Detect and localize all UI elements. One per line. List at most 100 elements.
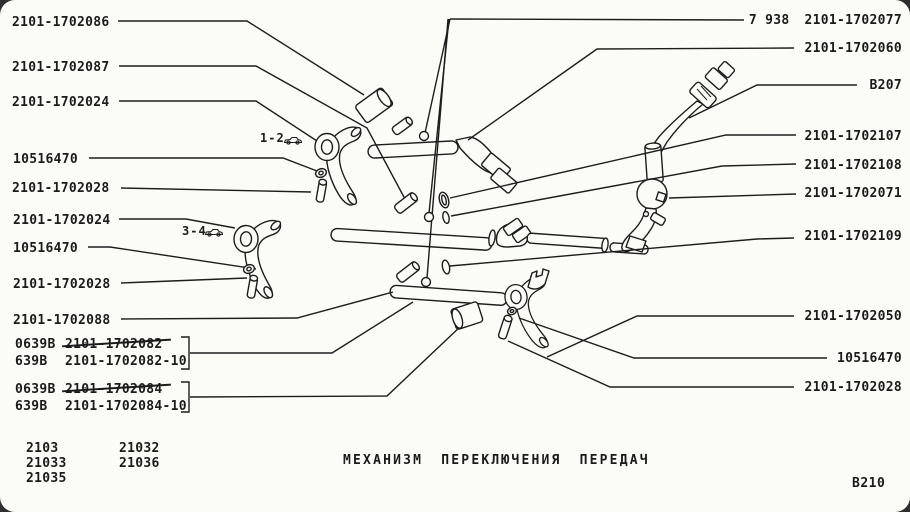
- part-number-label: 2101-1702024: [12, 95, 110, 110]
- variant-code: 0639В: [15, 337, 56, 352]
- part-number-label: 2101-1702087: [12, 60, 110, 75]
- part-number: 2101-1702084-10: [65, 399, 187, 414]
- leader-line: [668, 193, 797, 199]
- car-icon: [204, 228, 224, 237]
- superseded-part-number: 2101-1702084: [65, 382, 163, 397]
- gear-tag-1-2: 1-2: [260, 131, 285, 145]
- part-number-label: 2101-1702088: [13, 313, 111, 328]
- part-number-label: 2101-1702050: [804, 309, 902, 324]
- rod-bushing-drawing: [450, 301, 484, 330]
- fork-bolt-drawing: [246, 274, 259, 299]
- gear-tag-3-4: 3-4: [182, 224, 207, 238]
- part-number-label: В207: [869, 78, 902, 93]
- fork-bolt-drawing: [497, 314, 513, 340]
- part-number-label: 2101-1702024: [13, 213, 111, 228]
- model-number: 21033: [26, 456, 67, 471]
- leader-line: [119, 65, 406, 200]
- leader-line: [546, 315, 794, 358]
- leader-line: [450, 163, 797, 217]
- variant-group: 0639В 2101-1702084 639В 2101-1702084-10: [15, 381, 187, 415]
- crank-pad-drawing: [490, 167, 518, 194]
- reverse-fork-castellation-drawing: [527, 268, 550, 290]
- part-number-label: 2101-1702028: [13, 277, 111, 292]
- lock-washer-drawing: [314, 167, 328, 179]
- variant-code: 639В: [15, 354, 48, 369]
- variant-line: 639В 2101-1702082-10: [15, 353, 187, 370]
- interlock-plunger-drawing: [442, 210, 450, 225]
- main-parts-layer: [230, 60, 736, 353]
- leader-line: [518, 317, 827, 359]
- variant-line: 0639В 2101-1702084: [15, 381, 187, 398]
- leader-line: [119, 218, 236, 229]
- detent-ball-drawing: [423, 211, 435, 223]
- model-number: 21036: [119, 456, 160, 471]
- interlock-plunger-drawing: [441, 259, 451, 275]
- bushing-top-drawing: [355, 87, 394, 124]
- leader-line: [426, 18, 449, 279]
- part-number-label: 2101-1702028: [12, 181, 110, 196]
- shift-rod-middle-drawing: [330, 227, 493, 251]
- leader-line: [467, 47, 795, 141]
- part-number-label: 10516470: [836, 351, 902, 366]
- variant-code: 0639В: [15, 382, 56, 397]
- variant-line: 0639В 2101-1702082: [15, 336, 187, 353]
- leader-line: [688, 84, 857, 119]
- gear-lever-drawing: [621, 60, 736, 253]
- leader-line: [89, 157, 318, 172]
- leader-line: [449, 18, 745, 21]
- part-number-label: 2101-1702028: [804, 380, 902, 395]
- lock-washer-drawing: [242, 263, 256, 275]
- part-number: 2101-1702082-10: [65, 354, 187, 369]
- model-number: 21032: [119, 441, 160, 456]
- part-number: 2101-1702077: [804, 13, 902, 28]
- model-number: 2103: [26, 441, 59, 456]
- part-number-label: 10516470: [13, 241, 79, 256]
- variant-bracket: [181, 336, 190, 370]
- part-number-label: 10516470: [13, 152, 79, 167]
- rod-collar-drawing: [488, 229, 496, 247]
- detent-ball-drawing: [420, 276, 432, 288]
- lock-pin-drawing: [391, 116, 413, 136]
- part-number-label: 2101-1702086: [12, 15, 110, 30]
- leader-lines: [88, 18, 857, 413]
- leader-line: [449, 237, 795, 267]
- car-icon: [283, 136, 303, 145]
- shift-rod-middle-right-drawing: [526, 232, 608, 249]
- sheet-code: В210: [852, 476, 886, 491]
- detent-ball-drawing: [418, 130, 430, 142]
- model-number: 21035: [26, 471, 67, 486]
- part-number-label: 2101-1702108: [804, 158, 902, 173]
- lock-washer-drawing: [506, 306, 518, 316]
- variant-line: 639В 2101-1702084-10: [15, 398, 187, 415]
- leader-line: [119, 100, 318, 142]
- leader-line: [120, 291, 394, 320]
- leader-line: [120, 187, 312, 193]
- lock-pin-drawing: [393, 192, 419, 214]
- sheet-title: МЕХАНИЗМ ПЕРЕКЛЮЧЕНИЯ ПЕРЕДАЧ: [343, 453, 650, 468]
- variant-group: 0639В 2101-1702082 639В 2101-1702082-10: [15, 336, 187, 370]
- variant-code: 639В: [15, 399, 48, 414]
- fork-bolt-drawing: [315, 178, 328, 203]
- part-number-label: 2101-1702109: [804, 229, 902, 244]
- leader-line: [88, 246, 257, 270]
- clamp-pad-drawing: [511, 225, 532, 244]
- leader-line: [507, 340, 794, 388]
- interlock-plunger-drawing: [438, 191, 450, 209]
- variant-bracket: [181, 381, 190, 413]
- leader-line: [449, 134, 796, 199]
- model-list-column-1: 2103 21033 21035: [26, 441, 67, 486]
- lock-pin-drawing: [395, 261, 421, 283]
- superseded-part-number: 2101-1702082: [65, 337, 163, 352]
- shift-rod-bottom-drawing: [389, 284, 508, 306]
- leader-line: [190, 301, 414, 354]
- clamp-pad-drawing: [502, 217, 524, 237]
- small-parts-layer: [204, 87, 518, 340]
- part-number-label: 2101-1702107: [804, 129, 902, 144]
- leader-line: [118, 20, 365, 96]
- leader-line: [189, 324, 463, 398]
- part-number-label: 2101-1702060: [804, 41, 902, 56]
- leader-line: [120, 277, 248, 284]
